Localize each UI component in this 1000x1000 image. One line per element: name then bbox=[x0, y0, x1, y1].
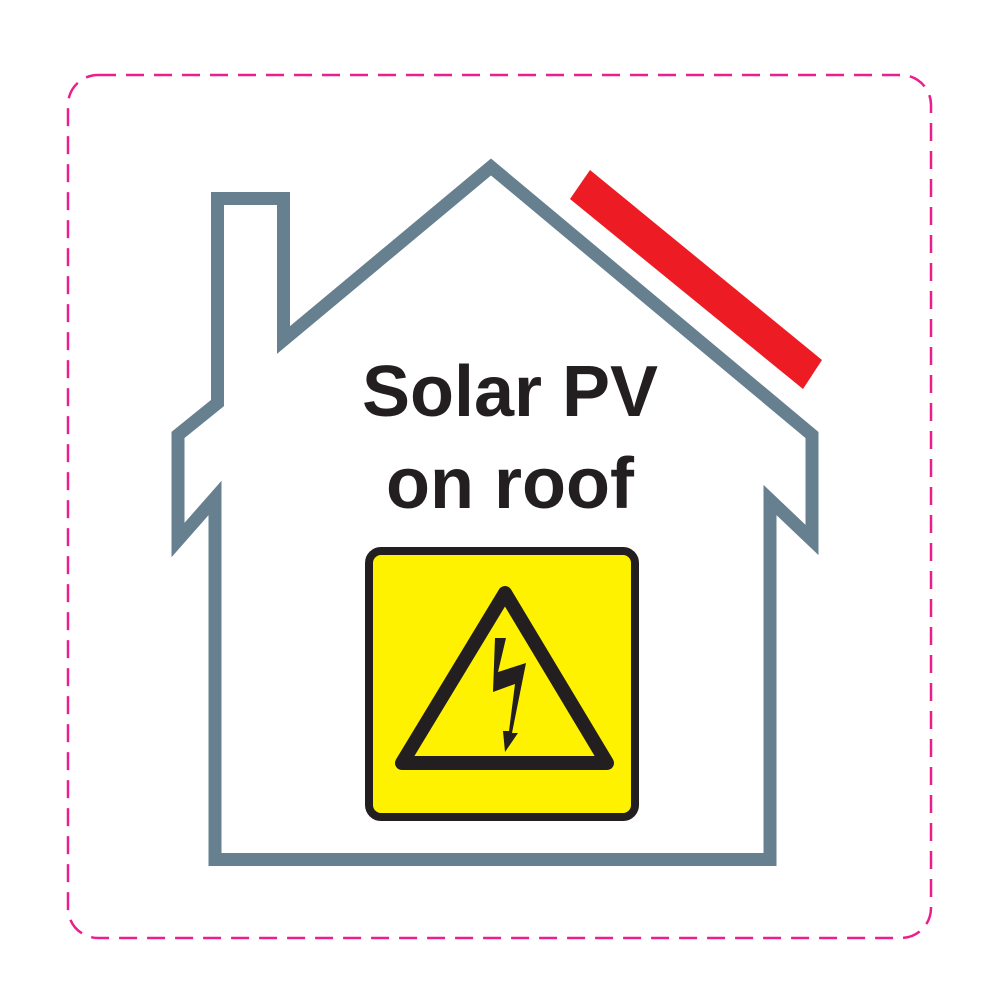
dashed-cut-line bbox=[66, 73, 933, 940]
high-voltage-warning-icon bbox=[365, 547, 639, 821]
title-line-1: Solar PV bbox=[361, 352, 659, 432]
house-outline-icon bbox=[171, 158, 819, 866]
solar-panel-icon bbox=[570, 170, 822, 389]
title-line-2: on roof bbox=[386, 444, 634, 524]
